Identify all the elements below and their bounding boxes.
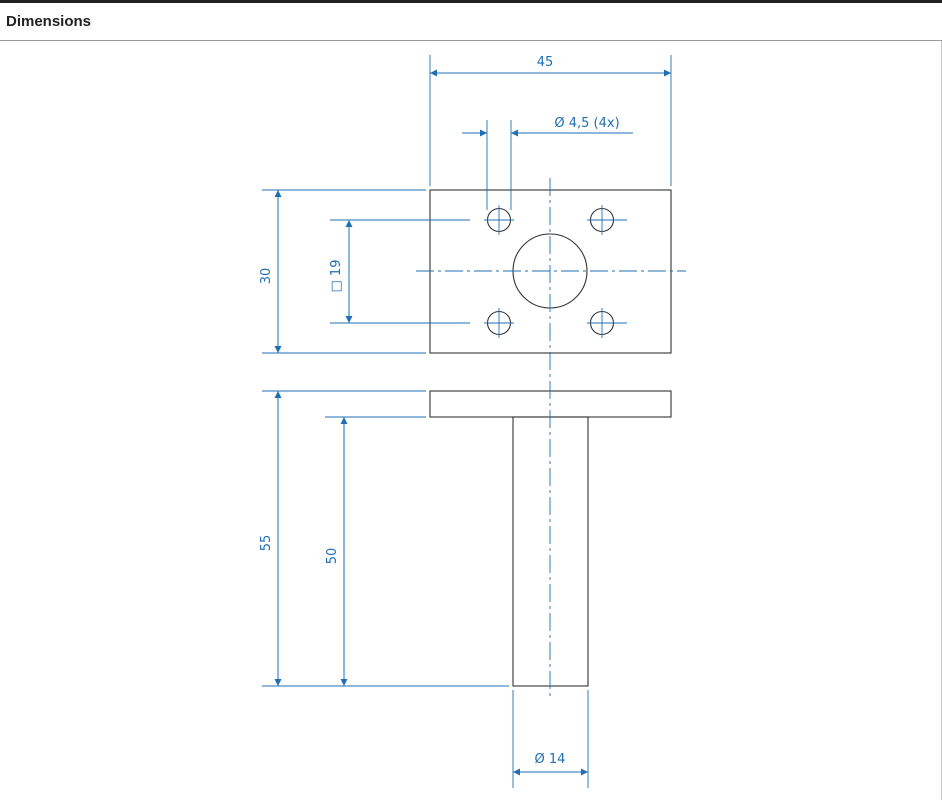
- flange-top-view: [429, 189, 672, 354]
- center-lines: [416, 178, 686, 698]
- extension-lines: [262, 55, 672, 788]
- shaft-side-view: [512, 416, 589, 687]
- label-hole-pattern: □ 19: [329, 260, 344, 293]
- label-flange-width: 45: [537, 55, 554, 70]
- part-geometry: [429, 189, 672, 687]
- label-shaft-length: 50: [325, 548, 340, 565]
- dimension-labels: 45 Ø 4,5 (4x) 30 □ 19 55 50 Ø 14: [259, 55, 620, 767]
- label-hole-diameter: Ø 4,5 (4x): [554, 116, 619, 131]
- label-total-length: 55: [259, 535, 274, 552]
- dimension-lines: [274, 69, 671, 776]
- label-shaft-diameter: Ø 14: [535, 752, 566, 767]
- flange-side-view: [429, 390, 672, 418]
- section-header[interactable]: Dimensions: [0, 3, 942, 41]
- label-flange-height: 30: [259, 268, 274, 285]
- section-title: Dimensions: [6, 13, 92, 30]
- top-rule: [0, 0, 942, 3]
